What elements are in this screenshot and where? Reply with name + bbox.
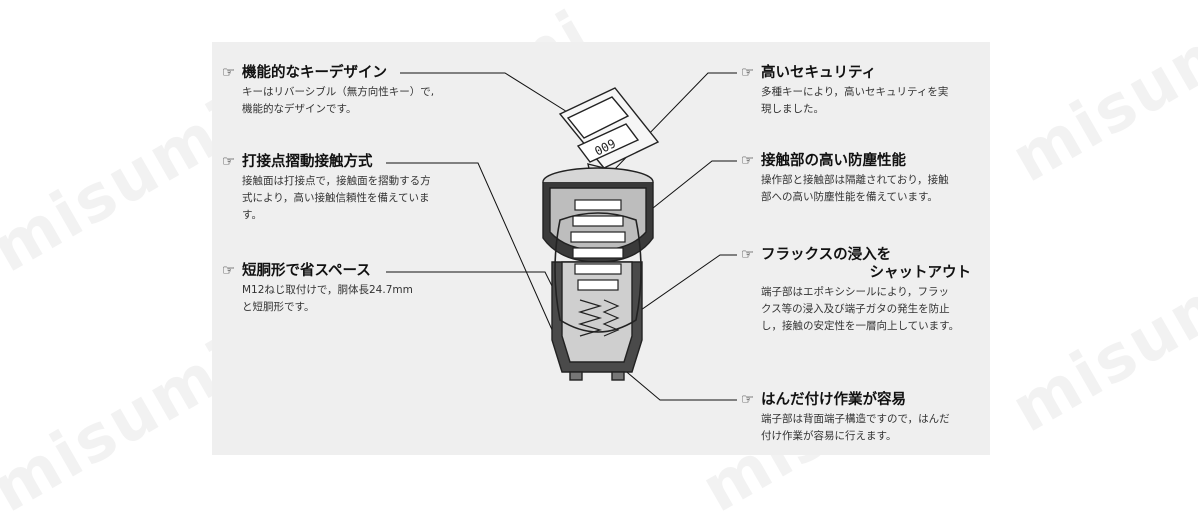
feature-short-body: ☞ 短胴形で省スペース M12ねじ取付けで，胴体長24.7mm と短胴形です。 (222, 262, 413, 316)
feature-text: 現しました。 (761, 103, 824, 115)
pointing-hand-icon: ☞ (222, 65, 235, 81)
feature-title: 短胴形で省スペース (242, 263, 371, 279)
leader-line (614, 254, 737, 329)
feature-text: 端子部はエポキシシールにより，フラッ (761, 286, 950, 298)
feature-dustproof: ☞ 接触部の高い防塵性能 操作部と接触部は隔離されており，接触 部への高い防塵性能… (741, 152, 949, 206)
feature-title: 高いセキュリティ (761, 65, 877, 81)
feature-text: と短胴形です。 (242, 301, 315, 313)
contact-mechanism (554, 199, 642, 337)
pointing-hand-icon: ☞ (222, 263, 235, 279)
feature-text: し，接触の安定性を一層向上しています。 (761, 320, 960, 332)
pointing-hand-icon: ☞ (741, 392, 754, 408)
feature-text: 付け作業が容易に行えます。 (761, 430, 897, 442)
feature-text: クス等の浸入及び端子ガタの発生を防止 (761, 303, 950, 315)
feature-key-design: ☞ 機能的なキーデザイン キーはリバーシブル（無方向性キー）で, 機能的なデザイン… (222, 64, 434, 118)
feature-text: す。 (242, 209, 262, 221)
key (558, 87, 660, 197)
feature-text: 接触面は打接点で，接触面を摺動する方 (242, 175, 431, 187)
leader-line (386, 162, 554, 333)
feature-text: キーはリバーシブル（無方向性キー）で, (242, 86, 435, 98)
leader-line (621, 367, 737, 401)
feature-contact-method: ☞ 打接点摺動接触方式 接触面は打接点で，接触面を摺動する方 式により，高い接触信… (222, 153, 431, 224)
feature-title: 打接点摺動接触方式 (242, 154, 373, 170)
pointing-hand-icon: ☞ (741, 153, 754, 169)
feature-soldering: ☞ はんだ付け作業が容易 端子部は背面端子構造ですので，はんだ 付け作業が容易に行… (741, 391, 950, 445)
feature-title: はんだ付け作業が容易 (761, 392, 906, 408)
feature-security: ☞ 高いセキュリティ 多種キーにより，高いセキュリティを実 現しました。 (741, 64, 948, 118)
feature-text: 操作部と接触部は隔離されており，接触 (761, 174, 949, 186)
feature-text: 部への高い防塵性能を備えています。 (761, 191, 938, 203)
feature-text: 機能的なデザインです。 (242, 103, 357, 115)
feature-text: 式により，高い接触信頼性を備えていま (242, 192, 430, 204)
key-switch-illustration: 009 (386, 72, 737, 401)
feature-title: 接触部の高い防塵性能 (761, 153, 906, 169)
pointing-hand-icon: ☞ (222, 154, 235, 170)
feature-title-line2: シャットアウト (869, 265, 972, 281)
leader-line (400, 72, 589, 126)
feature-flux-shutout: ☞ フラックスの浸入を シャットアウト 端子部はエポキシシールにより，フラッ クス… (741, 246, 971, 335)
feature-text: 多種キーにより，高いセキュリティを実 (761, 86, 949, 98)
leader-line (627, 160, 737, 229)
pointing-hand-icon: ☞ (741, 247, 754, 263)
feature-title: フラックスの浸入を (761, 247, 892, 263)
feature-text: M12ねじ取付けで，胴体長24.7mm (242, 284, 413, 296)
pointing-hand-icon: ☞ (741, 65, 754, 81)
feature-text: 端子部は背面端子構造ですので，はんだ (761, 413, 950, 425)
feature-title: 機能的なキーデザイン (242, 65, 387, 81)
